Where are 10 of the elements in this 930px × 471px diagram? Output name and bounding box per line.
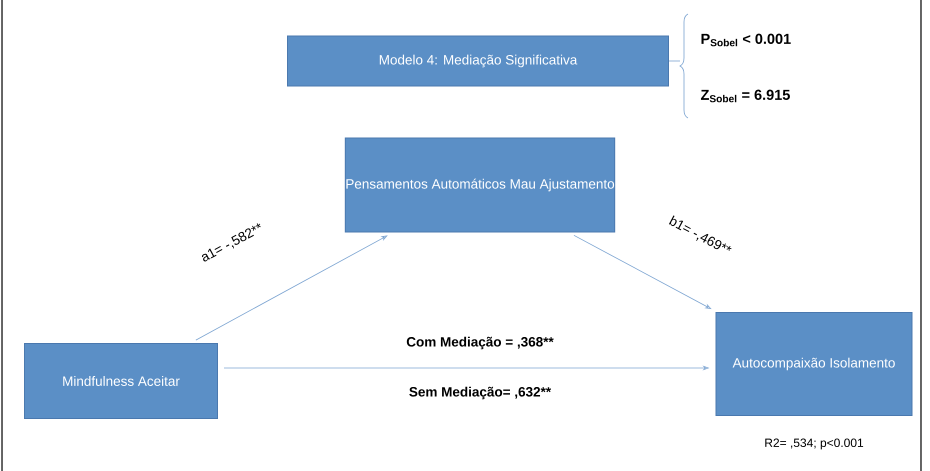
edge-label: b1= -,469** [668, 215, 732, 251]
edge-label: Com Mediação = ,368** [406, 336, 554, 350]
sobel-z-value: Z$_{Sobel}$ = 6.915 [700, 90, 790, 102]
process-box: Mindfulness Aceitar [24, 343, 218, 419]
process-box: Modelo 4: Mediação Significativa [287, 36, 669, 86]
sobel-p-value: P$_{Sobel}$ < 0.001 [702, 34, 791, 46]
process-box: Autocompaixão Isolamento [716, 312, 912, 416]
process-box: Pensamentos Automáticos Mau Ajustamento [344, 138, 616, 232]
r-squared-note: R2= ,534; p<0.001 [765, 438, 864, 450]
coefficient-label: Sem Mediação= ,632** [409, 386, 552, 400]
